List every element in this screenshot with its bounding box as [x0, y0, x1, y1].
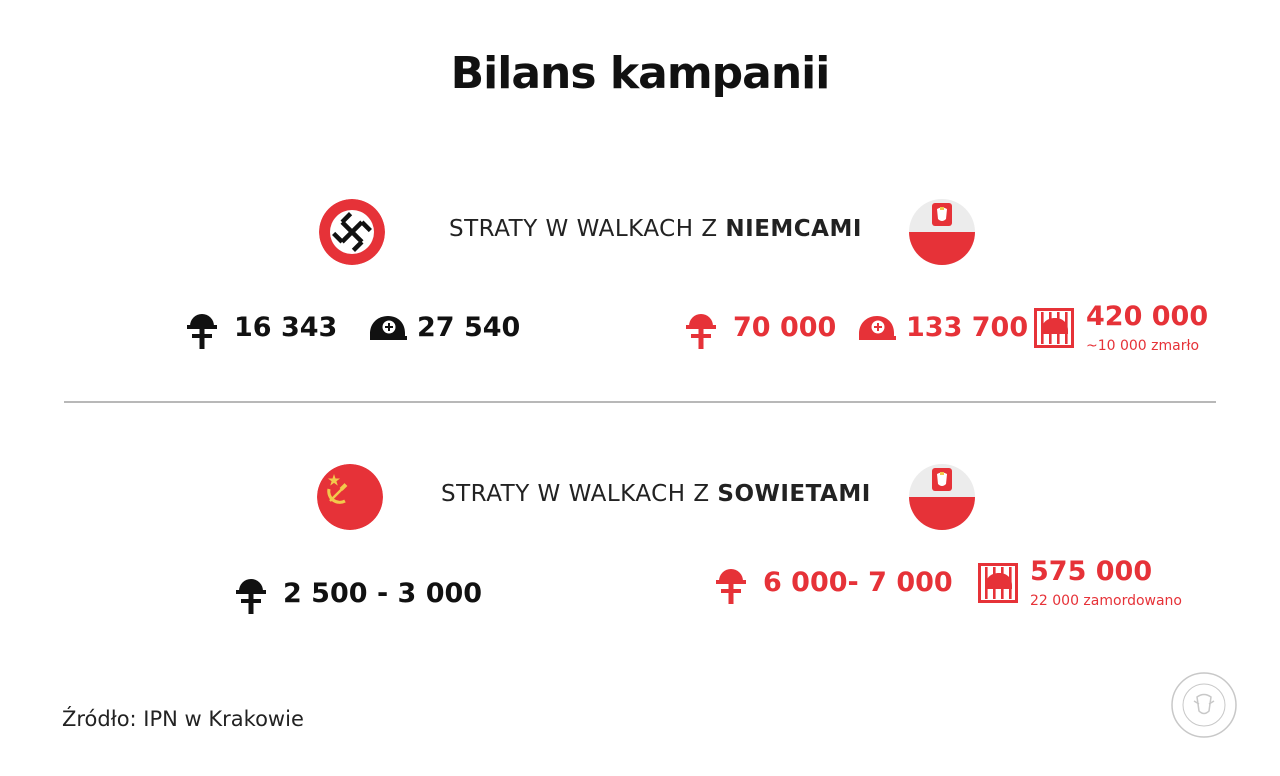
wounded-helmet-icon: [856, 315, 896, 343]
soviet-flag-icon: [317, 464, 383, 530]
heading-prefix: STRATY W WALKACH Z: [449, 216, 726, 242]
heading-enemy: SOWIETAMI: [717, 481, 871, 507]
grave-marker-icon: [686, 309, 716, 349]
page-title: Bilans kampanii: [450, 48, 831, 99]
polish-captured-note-soviets: 22 000 zamordowano: [1030, 593, 1182, 609]
source-note: Źródło: IPN w Krakowie: [62, 707, 304, 731]
polish-captured-value: 420 000: [1086, 301, 1209, 332]
german-wounded-value: 27 540: [417, 312, 521, 343]
polish-captured-value-soviets: 575 000: [1030, 556, 1153, 587]
section-heading-germany: STRATY W WALKACH Z NIEMCAMI: [449, 216, 862, 242]
grave-marker-icon: [187, 309, 217, 349]
soviet-killed-value: 2 500 - 3 000: [283, 578, 483, 609]
nazi-germany-flag-icon: [319, 199, 385, 265]
prisoner-cage-icon: [1034, 308, 1074, 348]
polish-captured-note: ~10 000 zmarło: [1086, 338, 1200, 354]
prisoner-cage-icon: [978, 563, 1018, 603]
polish-killed-value-soviets: 6 000- 7 000: [763, 567, 953, 598]
wounded-helmet-icon: [367, 315, 407, 343]
polish-killed-value: 70 000: [733, 312, 837, 343]
poland-flag-icon: [909, 199, 975, 265]
heading-enemy: NIEMCAMI: [725, 216, 862, 242]
ipn-logo: [1170, 671, 1238, 743]
section-heading-soviets: STRATY W WALKACH Z SOWIETAMI: [441, 481, 871, 507]
grave-marker-icon: [236, 574, 266, 614]
german-killed-value: 16 343: [234, 312, 338, 343]
polish-wounded-value: 133 700: [906, 312, 1029, 343]
poland-flag-icon: [909, 464, 975, 530]
section-divider: [64, 401, 1216, 403]
grave-marker-icon: [716, 564, 746, 604]
heading-prefix: STRATY W WALKACH Z: [441, 481, 718, 507]
